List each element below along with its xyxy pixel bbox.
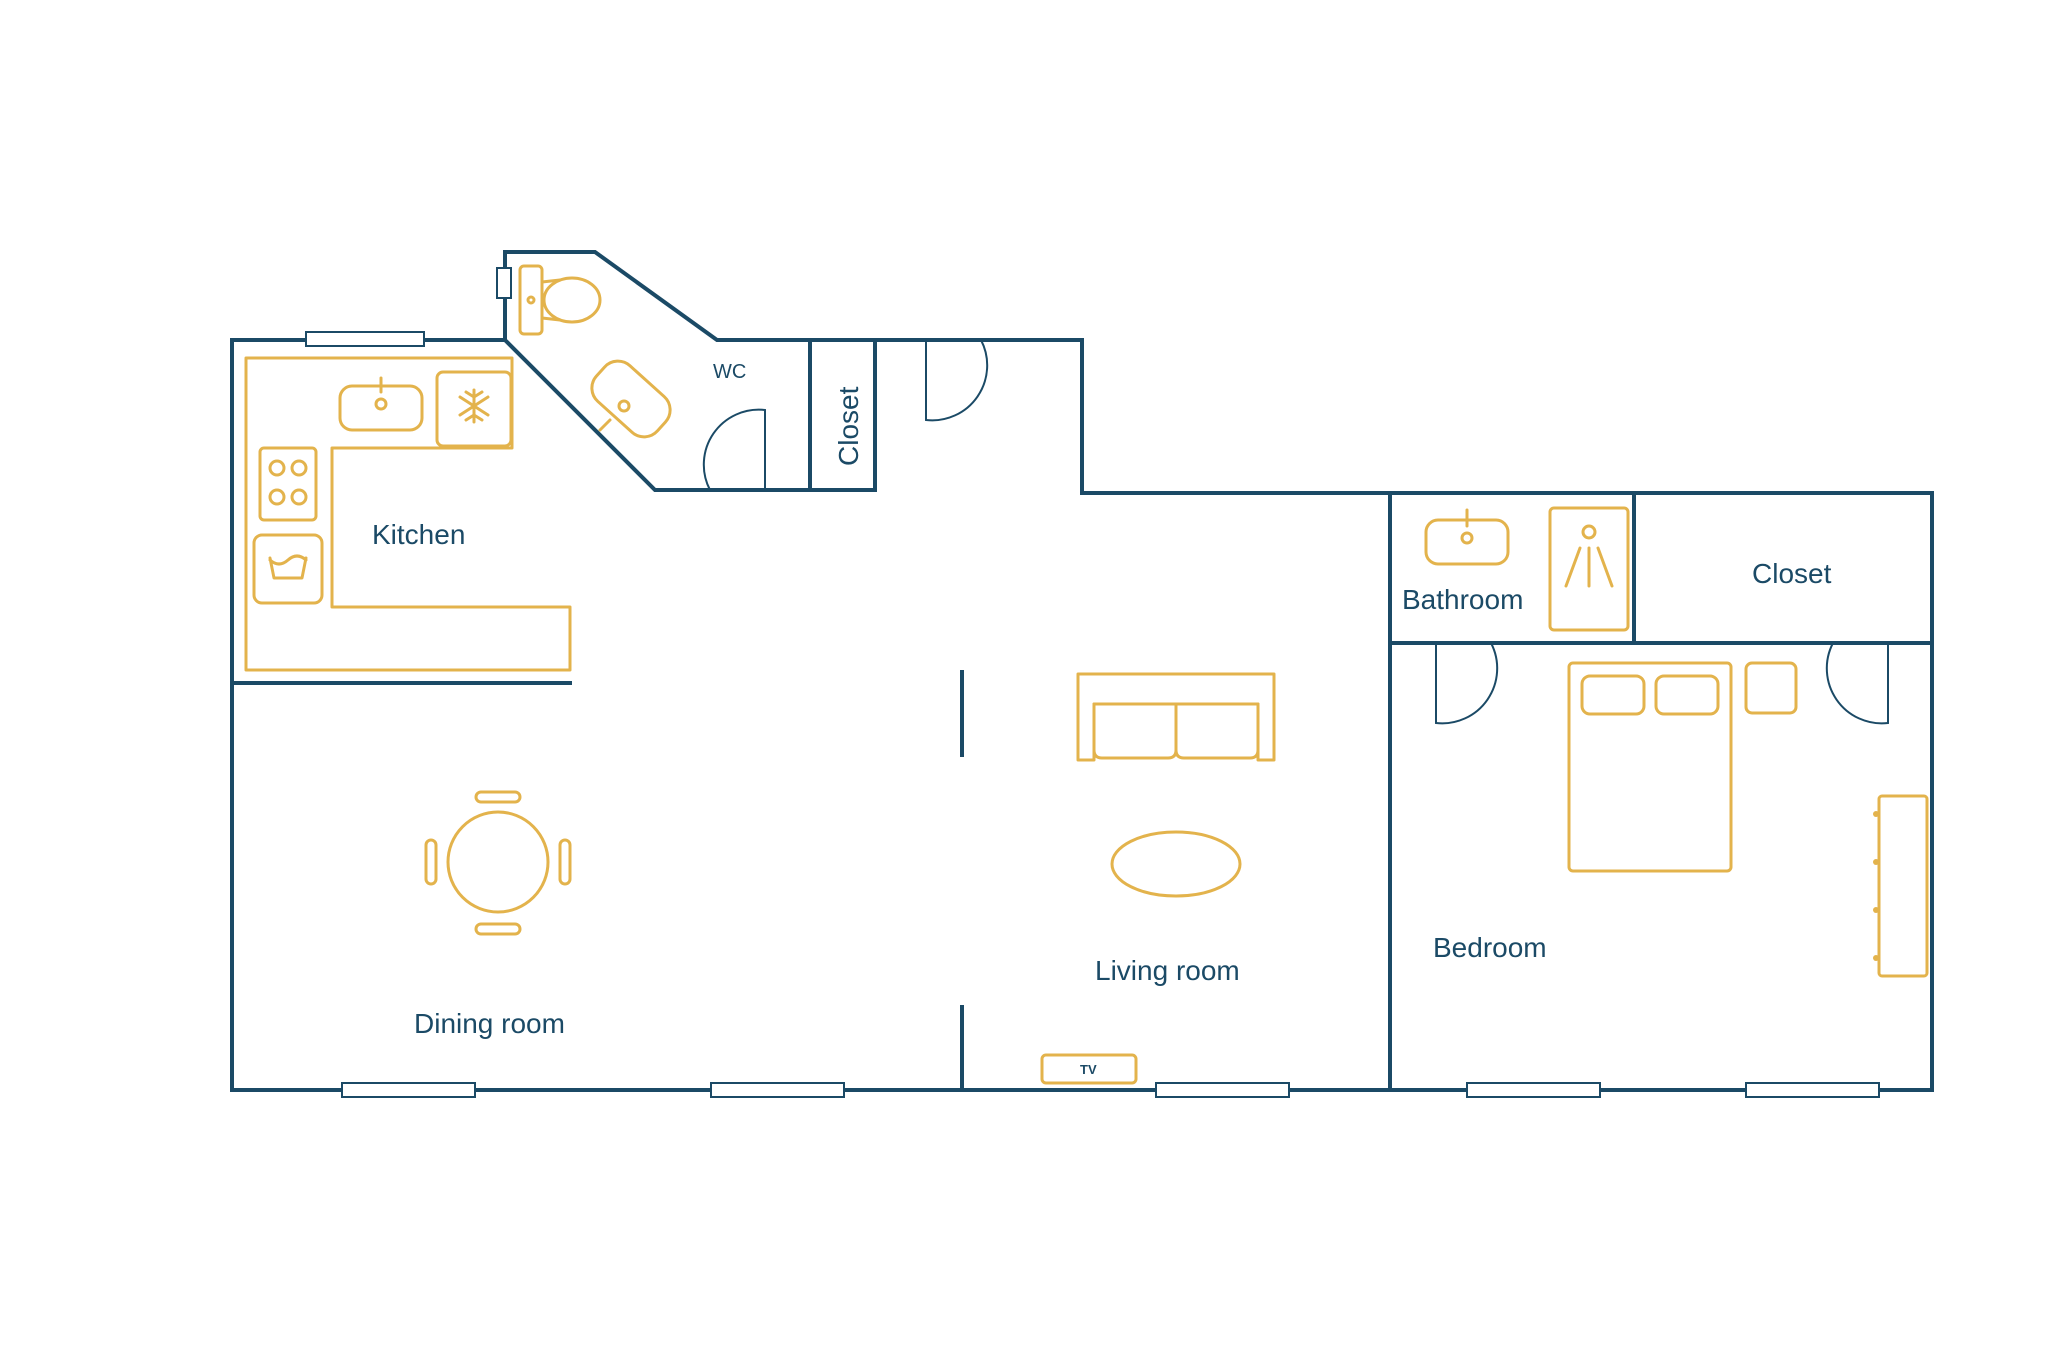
window-kitchen — [305, 331, 425, 347]
sink-icon — [338, 376, 424, 432]
window-bedroom-2 — [1745, 1082, 1880, 1098]
stove-icon — [258, 446, 318, 522]
tv-icon — [1040, 1053, 1138, 1085]
coffee-table-icon — [1110, 830, 1242, 898]
room-label-bathroom: Bathroom — [1402, 584, 1523, 615]
windows — [305, 267, 1880, 1098]
entry-door — [925, 339, 989, 422]
wc-wall — [503, 250, 874, 342]
room-label-closet-bedroom: Closet — [1752, 558, 1832, 589]
window-bedroom-1 — [1466, 1082, 1601, 1098]
bed-icon — [1567, 661, 1733, 873]
tv-label: TV — [1080, 1062, 1097, 1077]
sink-icon — [1424, 508, 1510, 566]
kitchen-counter — [244, 356, 572, 672]
nightstand-icon — [1744, 661, 1798, 715]
room-label-kitchen: Kitchen — [372, 519, 465, 550]
doors — [702, 339, 1889, 1050]
wc-door — [702, 408, 766, 491]
closet-door — [1825, 642, 1889, 725]
room-label-bedroom: Bedroom — [1433, 932, 1547, 963]
entry-wall — [870, 338, 1934, 495]
window-dining-1 — [341, 1082, 476, 1098]
toilet-icon — [518, 264, 602, 336]
furniture — [244, 264, 1929, 1085]
room-label-dining-room: Dining room — [414, 1008, 565, 1039]
room-label-closet-hall: Closet — [833, 386, 864, 466]
labels: Kitchen WC Closet Bathroom Closet Living… — [372, 361, 1832, 1077]
wc-diagonal-wall — [502, 337, 877, 492]
dresser-icon — [1873, 794, 1929, 978]
sink-icon — [590, 359, 672, 439]
bathroom-door — [1435, 642, 1499, 725]
window-wc — [496, 267, 512, 299]
sofa-icon — [1076, 672, 1276, 762]
window-living — [1155, 1082, 1290, 1098]
window-dining-2 — [710, 1082, 845, 1098]
room-label-wc: WC — [713, 361, 746, 383]
washer-icon — [252, 533, 324, 605]
shower-icon — [1548, 506, 1630, 632]
room-label-living-room: Living room — [1095, 955, 1240, 986]
fridge-icon — [435, 370, 513, 448]
dining-table-icon — [424, 790, 572, 936]
